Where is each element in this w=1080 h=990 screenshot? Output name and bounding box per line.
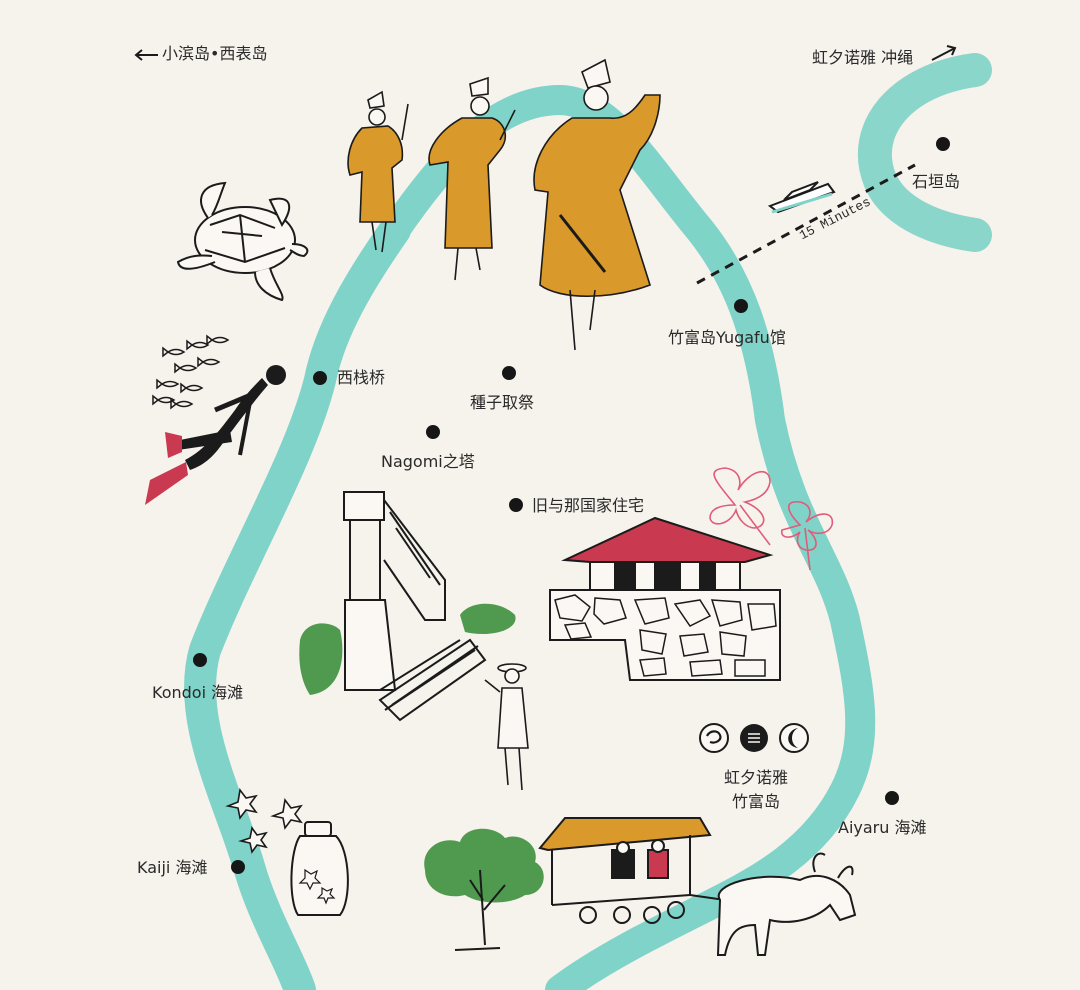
resort-label-line1[interactable]: 虹夕诺雅 [723, 768, 788, 787]
place-aiyaru[interactable]: Aiyaru 海滩 [838, 818, 927, 837]
fish-school-icon [152, 334, 230, 410]
turtle-icon [176, 181, 309, 302]
diver-icon [145, 365, 286, 505]
dot-tanadui [502, 366, 516, 380]
dot-nishi-pier [313, 371, 327, 385]
dot-yugafu [734, 299, 748, 313]
dot-nagomi [426, 425, 440, 439]
place-yonaha[interactable]: 旧与那国家住宅 [532, 496, 645, 515]
dot-kaiji [231, 860, 245, 874]
woman-icon [484, 663, 529, 791]
place-tanadui[interactable]: 種子取祭 [470, 393, 535, 412]
place-nishi-pier[interactable]: 西栈桥 [337, 368, 386, 387]
place-kondoi[interactable]: Kondoi 海滩 [152, 683, 244, 702]
dancer-icon [347, 58, 661, 351]
resort-label-line2[interactable]: 竹富岛 [731, 792, 780, 811]
right-direction-label: 虹夕诺雅 冲绳 [812, 48, 914, 67]
tree-icon [424, 828, 544, 951]
dot-aiyaru [885, 791, 899, 805]
location-dots [193, 137, 950, 874]
dot-yonaha [509, 498, 523, 512]
hibiscus-icon [709, 467, 834, 571]
place-kaiji[interactable]: Kaiji 海滩 [137, 858, 208, 877]
place-yugafu[interactable]: 竹富岛Yugafu馆 [668, 328, 786, 347]
jar-icon [290, 821, 349, 916]
dot-ishigaki [936, 137, 950, 151]
buffalo-cart-icon [538, 817, 857, 956]
left-direction-label: 小滨岛•西表岛 [162, 44, 268, 63]
starsand-icon [225, 788, 303, 854]
ishigaki-coast [858, 53, 992, 252]
tower-icon [299, 491, 516, 722]
place-nagomi[interactable]: Nagomi之塔 [381, 452, 475, 471]
dot-kondoi [193, 653, 207, 667]
house-icon [549, 516, 781, 681]
ferry-icon [767, 181, 836, 214]
place-ishigaki[interactable]: 石垣岛 [912, 172, 961, 191]
hoshinoya-logo-icon [699, 723, 809, 753]
arrow-right-icon [931, 45, 957, 61]
arrow-left-icon [134, 49, 158, 61]
